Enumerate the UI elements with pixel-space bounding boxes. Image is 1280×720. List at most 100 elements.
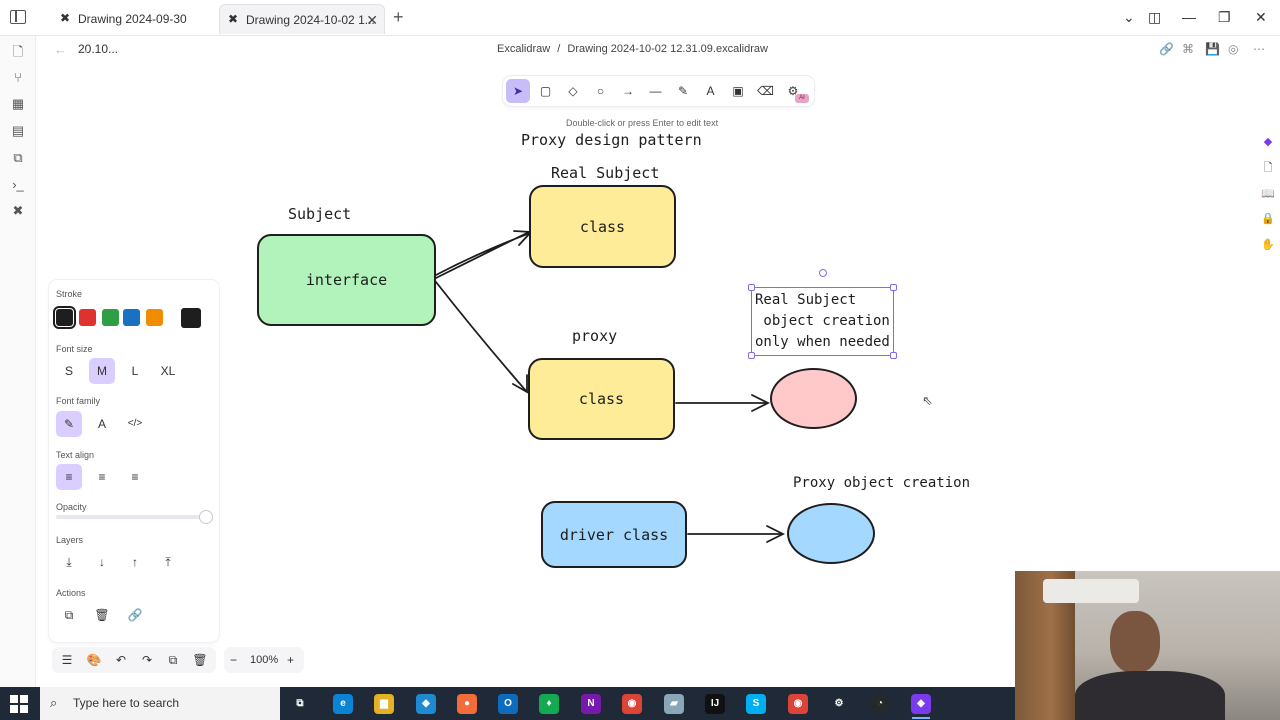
delete-bottom-icon[interactable]: 🗑: [192, 653, 208, 667]
new-tab-button[interactable]: +: [393, 7, 404, 27]
diamond-tool-icon[interactable]: ◇: [568, 84, 578, 98]
terminal-icon[interactable]: ›_: [12, 177, 24, 192]
more-options-icon[interactable]: ⋯: [1253, 42, 1265, 56]
current-stroke-color[interactable]: [181, 308, 201, 328]
minimize-button[interactable]: —: [1182, 9, 1196, 25]
file-explorer-icon[interactable]: ▆: [374, 694, 394, 714]
draw-tool-icon[interactable]: ✎: [677, 84, 689, 98]
obsidian-icon[interactable]: ◆: [911, 694, 931, 714]
selected-note-text[interactable]: Real Subject object creation only when n…: [755, 292, 890, 350]
stroke-red-swatch[interactable]: [79, 309, 96, 326]
resize-handle-se[interactable]: [890, 352, 897, 359]
image-tool-icon[interactable]: ▣: [732, 84, 744, 98]
chrome-profile-icon[interactable]: ◉: [788, 694, 808, 714]
task-view-icon[interactable]: ⧉: [290, 694, 310, 714]
stroke-orange-swatch[interactable]: [146, 309, 163, 326]
font-size-medium[interactable]: M: [89, 358, 115, 384]
stroke-green-swatch[interactable]: [102, 309, 119, 326]
tab-drawing-1002[interactable]: ✖ Drawing 2024-10-02 1... ✕: [219, 4, 385, 34]
opacity-slider-thumb[interactable]: [199, 510, 213, 524]
duplicate-icon[interactable]: ⧉: [64, 608, 74, 622]
interface-box[interactable]: interface: [257, 234, 436, 326]
skype-icon[interactable]: S: [746, 694, 766, 714]
resize-handle-ne[interactable]: [890, 284, 897, 291]
arrow-tool-icon[interactable]: →: [622, 84, 634, 98]
chrome-icon[interactable]: ◉: [622, 694, 642, 714]
proxy-creation-label[interactable]: Proxy object creation: [793, 475, 971, 491]
bring-to-front-icon[interactable]: ⤒: [165, 555, 171, 569]
send-to-back-icon[interactable]: ⤓: [66, 555, 72, 569]
excalidraw-rail-icon[interactable]: ✖: [12, 203, 24, 218]
back-arrow-icon[interactable]: ←: [54, 42, 67, 57]
copy-icon[interactable]: ⧉: [13, 150, 23, 165]
github-desktop-icon[interactable]: ◔: [870, 694, 890, 714]
main-menu-icon[interactable]: ☰: [61, 653, 73, 667]
eraser-tool-icon[interactable]: ⌫: [757, 84, 774, 98]
graph-icon[interactable]: ⑂: [14, 70, 22, 85]
rectangle-tool-icon[interactable]: ▢: [539, 84, 552, 98]
line-tool-icon[interactable]: —: [649, 84, 662, 98]
link-icon[interactable]: 🔗: [1159, 42, 1174, 56]
calendar-icon[interactable]: ▤: [11, 123, 25, 138]
real-subject-label[interactable]: Real Subject: [551, 164, 660, 182]
notes-app-icon[interactable]: ▰: [664, 694, 684, 714]
vscode-icon[interactable]: ◆: [416, 694, 436, 714]
forward-arrow-icon[interactable]: →: [77, 42, 90, 57]
align-left-icon[interactable]: ≡: [56, 464, 82, 490]
postman-icon[interactable]: ●: [457, 694, 477, 714]
font-size-small[interactable]: S: [64, 364, 73, 378]
align-center-icon[interactable]: ≡: [98, 470, 106, 484]
taskbar-search[interactable]: ⌕ Type here to search: [40, 687, 280, 720]
stroke-black-swatch[interactable]: [53, 306, 76, 329]
grid-icon[interactable]: ▦: [11, 96, 25, 111]
breadcrumb-file[interactable]: Drawing 2024-10-02 12.31.09.excalidraw: [567, 43, 768, 55]
ellipse-tool-icon[interactable]: ○: [596, 84, 605, 98]
text-tool-icon[interactable]: A: [706, 84, 715, 98]
sidebar-toggle-icon[interactable]: [10, 10, 26, 24]
hand-icon[interactable]: ✋: [1261, 239, 1275, 251]
redo-icon[interactable]: ↷: [141, 653, 153, 667]
intellij-icon[interactable]: IJ: [705, 694, 725, 714]
reading-view-icon[interactable]: ⌘: [1182, 42, 1194, 56]
proxy-label[interactable]: proxy: [572, 327, 618, 345]
close-window-button[interactable]: ✕: [1255, 9, 1267, 25]
close-tab-icon[interactable]: ✕: [366, 12, 378, 28]
resize-handle-nw[interactable]: [748, 284, 755, 291]
link-element-icon[interactable]: 🔗: [127, 608, 143, 622]
selection-tool-icon[interactable]: ➤: [506, 79, 530, 103]
font-size-large[interactable]: L: [131, 364, 139, 378]
font-normal-icon[interactable]: A: [97, 417, 106, 431]
right-sidebar-toggle-icon[interactable]: ◫: [1148, 9, 1162, 25]
library-icon[interactable]: ◎: [1228, 42, 1239, 56]
opacity-slider[interactable]: [56, 510, 213, 524]
real-subject-object-ellipse[interactable]: [770, 368, 857, 429]
obsidian-icon[interactable]: ◆: [1263, 136, 1273, 148]
zoom-in-button[interactable]: +: [287, 653, 295, 667]
outlook-icon[interactable]: O: [498, 694, 518, 714]
edge-icon[interactable]: e: [333, 694, 353, 714]
resize-handle-sw[interactable]: [748, 352, 755, 359]
zoom-out-button[interactable]: −: [230, 653, 238, 667]
breadcrumb-root[interactable]: Excalidraw: [497, 43, 551, 55]
rotation-handle[interactable]: [819, 269, 827, 277]
subject-label[interactable]: Subject: [288, 205, 352, 223]
tab-list-icon[interactable]: ⌄: [1123, 9, 1135, 25]
onenote-icon[interactable]: N: [581, 694, 601, 714]
proxy-object-ellipse[interactable]: [787, 503, 875, 564]
bring-forward-icon[interactable]: ↑: [132, 555, 138, 569]
save-icon[interactable]: 💾: [1205, 42, 1220, 56]
palette-icon[interactable]: 🎨: [86, 653, 102, 667]
book-icon[interactable]: 📖: [1261, 188, 1275, 200]
stroke-blue-swatch[interactable]: [123, 309, 140, 326]
zoom-level[interactable]: 100%: [250, 654, 279, 666]
new-note-icon[interactable]: 🗋: [1263, 162, 1273, 174]
font-hand-drawn-icon[interactable]: ✎: [56, 411, 82, 437]
duplicate-bottom-icon[interactable]: ⧉: [168, 653, 178, 667]
driver-class-box[interactable]: driver class: [541, 501, 687, 568]
settings-icon[interactable]: ⚙: [829, 694, 849, 714]
more-tools-icon[interactable]: ⚙: [787, 84, 799, 98]
lock-icon[interactable]: 🔒: [1261, 213, 1275, 225]
delete-icon[interactable]: 🗑: [94, 608, 110, 622]
mongodb-compass-icon[interactable]: ♦: [539, 694, 559, 714]
tab-drawing-0930[interactable]: ✖ Drawing 2024-09-30 20.10...: [52, 4, 218, 56]
